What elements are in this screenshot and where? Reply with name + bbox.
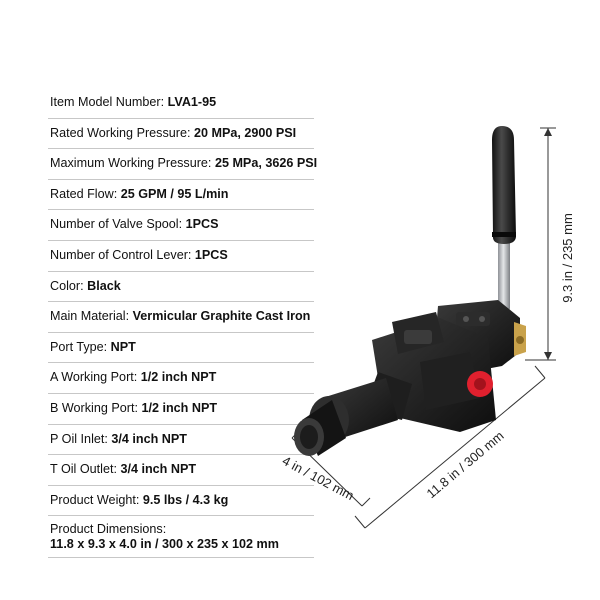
- spec-row-max-pressure: Maximum Working Pressure: 25 MPa, 3626 P…: [48, 149, 317, 180]
- spec-list: Item Model Number: LVA1-95 Rated Working…: [48, 88, 317, 559]
- height-dimension-label: 9.3 in / 235 mm: [560, 213, 575, 303]
- spec-row-weight: Product Weight: 9.5 lbs / 4.3 kg: [48, 486, 314, 517]
- height-dimension: 9.3 in / 235 mm: [525, 127, 575, 361]
- spec-row-control-lever: Number of Control Lever: 1PCS: [48, 241, 314, 272]
- control-lever: [492, 126, 516, 310]
- width-dimension-label: 4 in / 102 mm: [280, 453, 357, 503]
- spec-row-b-port: B Working Port: 1/2 inch NPT: [48, 394, 314, 425]
- spec-row-rated-flow: Rated Flow: 25 GPM / 95 L/min: [48, 180, 314, 211]
- spec-row-t-outlet: T Oil Outlet: 3/4 inch NPT: [48, 455, 314, 486]
- spec-row-p-inlet: P Oil Inlet: 3/4 inch NPT: [48, 425, 314, 456]
- spec-row-valve-spool: Number of Valve Spool: 1PCS: [48, 210, 314, 241]
- spec-row-material: Main Material: Vermicular Graphite Cast …: [48, 302, 314, 333]
- length-dimension-label: 11.8 in / 300 mm: [424, 428, 507, 501]
- spec-row-a-port: A Working Port: 1/2 inch NPT: [48, 363, 314, 394]
- spec-row-rated-pressure: Rated Working Pressure: 20 MPa, 2900 PSI: [48, 119, 314, 150]
- spec-row-color: Color: Black: [48, 272, 314, 303]
- spec-row-model: Item Model Number: LVA1-95: [48, 88, 314, 119]
- spool-housing: [294, 372, 412, 456]
- spec-row-dimensions: Product Dimensions:11.8 x 9.3 x 4.0 in /…: [48, 516, 314, 559]
- spec-row-port-type: Port Type: NPT: [48, 333, 314, 364]
- valve-body: [372, 300, 526, 432]
